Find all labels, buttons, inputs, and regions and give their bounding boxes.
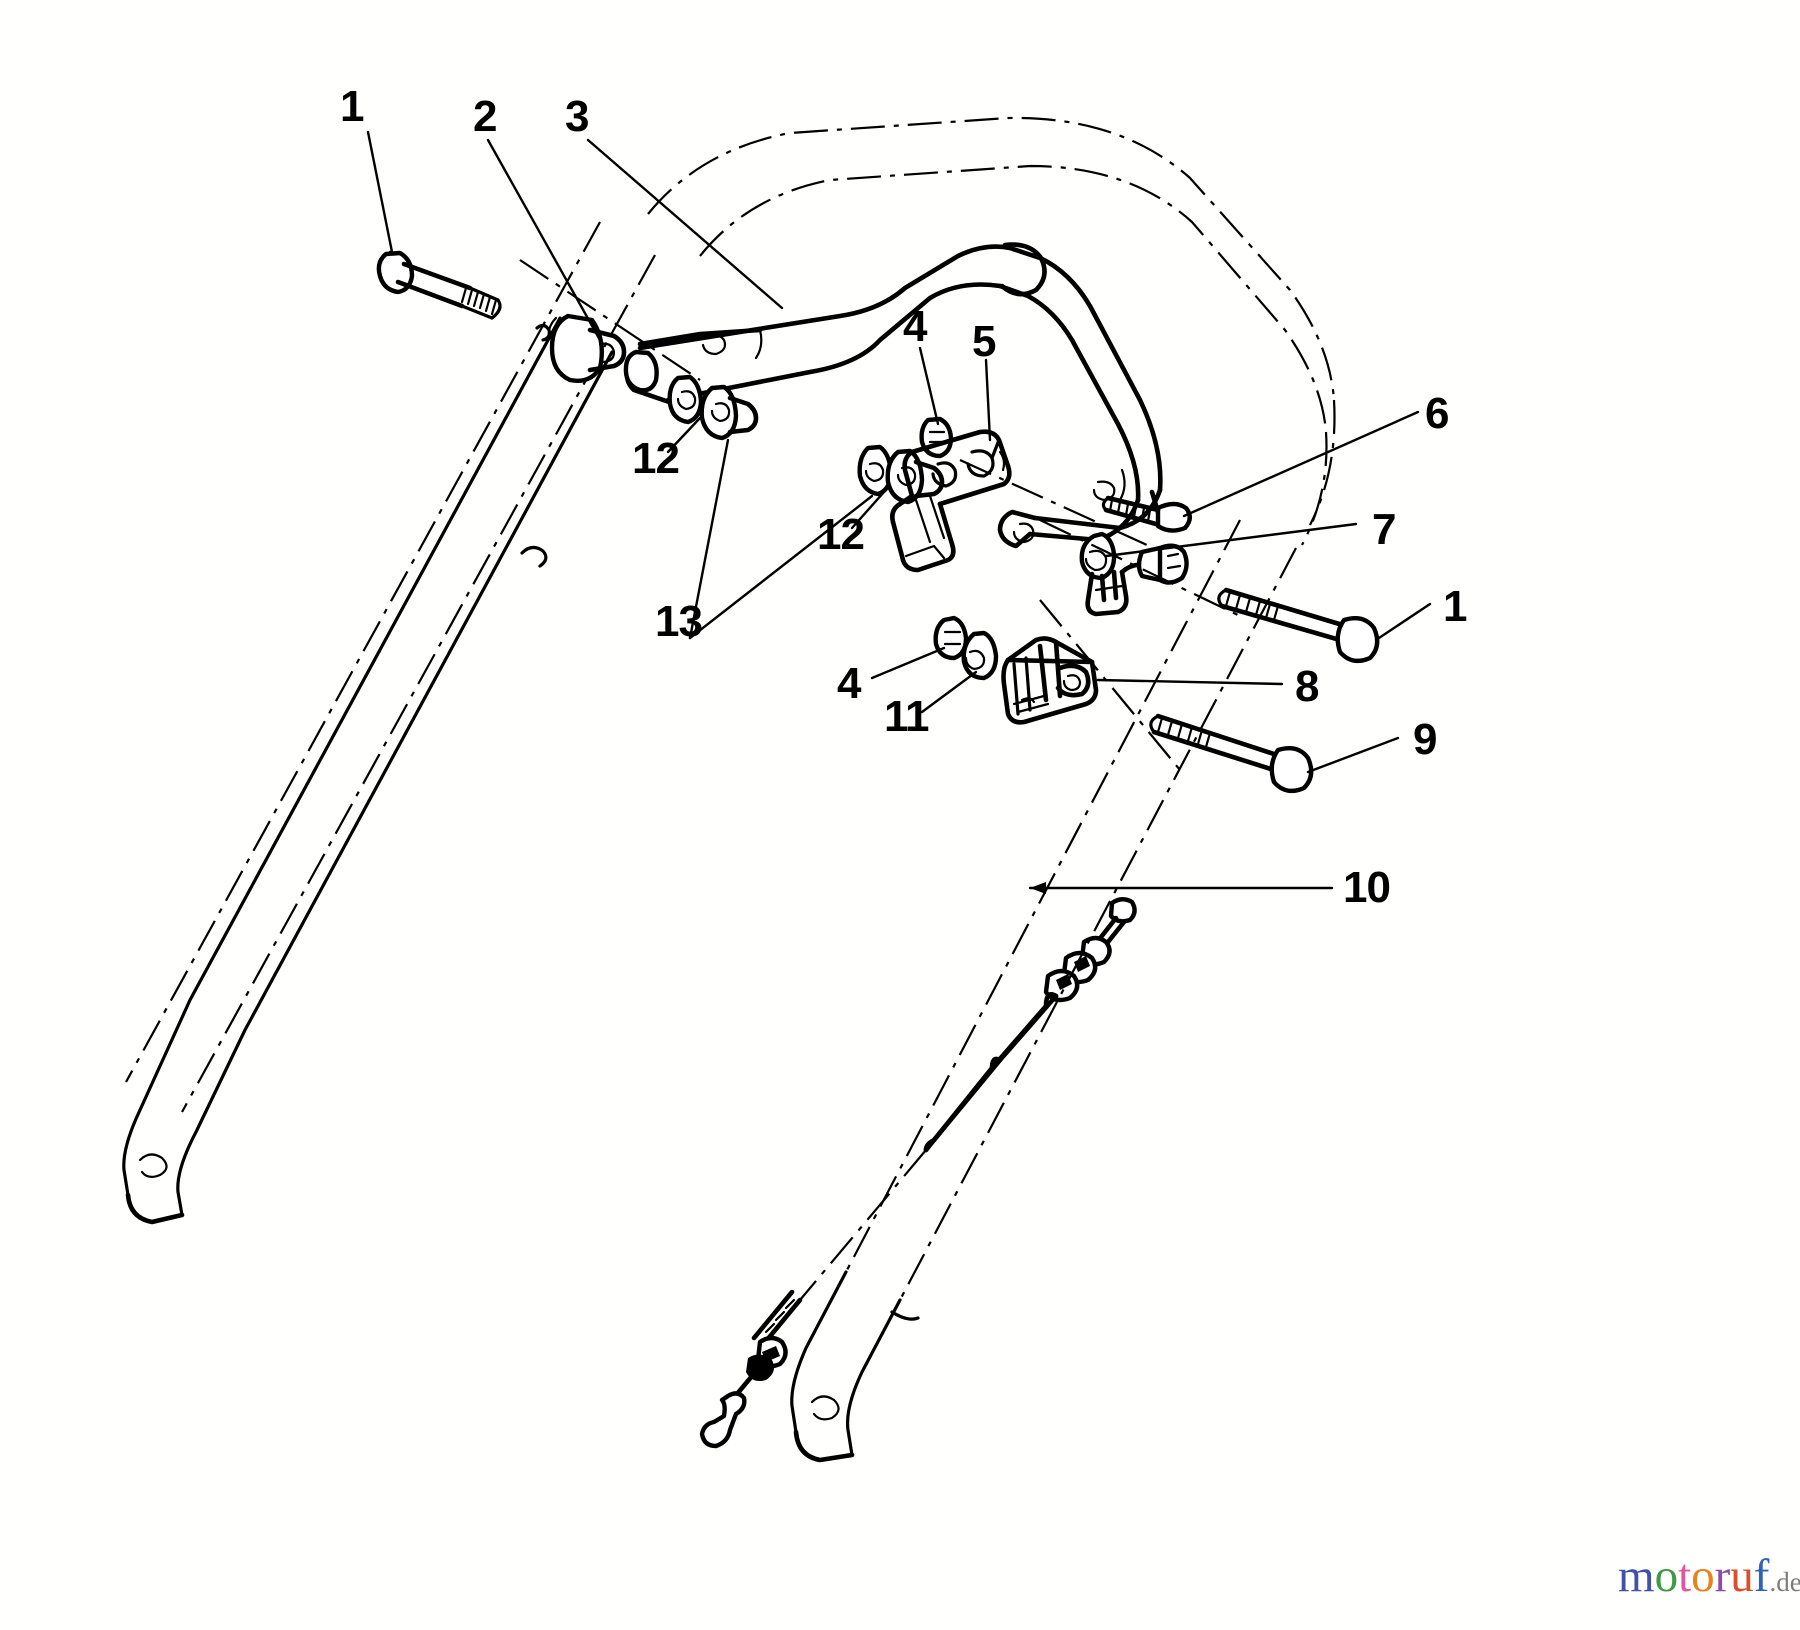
watermark-letter-m: m xyxy=(1618,1550,1655,1602)
callout-6-screw: 6 xyxy=(1425,389,1450,438)
pivot-bushing xyxy=(535,313,627,383)
watermark-letter-r: r xyxy=(1714,1550,1731,1602)
lock-nut-lower-4 xyxy=(933,615,969,661)
control-bracket-5 xyxy=(890,429,1012,573)
callout-11-washer: 11 xyxy=(884,692,930,741)
washer-11 xyxy=(961,630,999,681)
bail-control-bar xyxy=(519,242,1163,503)
callout-10-control-cable: 10 xyxy=(1343,863,1391,912)
washer-upper-12 xyxy=(667,374,704,425)
watermark-letter-f: f xyxy=(1753,1550,1770,1602)
hex-head-screw-6 xyxy=(1101,489,1192,533)
callout-9-carriage-bolt: 9 xyxy=(1413,715,1438,764)
callout-13-bushings: 13 xyxy=(655,597,703,646)
cable-clamp-7 xyxy=(1039,519,1241,617)
watermark-letter-t: t xyxy=(1678,1550,1692,1602)
callout-8-cable-guide: 8 xyxy=(1295,662,1320,711)
callout-3-bail-bar: 3 xyxy=(565,92,590,141)
cable-guide-block-8 xyxy=(1001,599,1181,771)
watermark-tld: .de xyxy=(1769,1567,1800,1597)
callout-12-washer-upper: 12 xyxy=(632,434,680,483)
right-handle-arm xyxy=(790,519,1297,1463)
lock-nut-upper-4 xyxy=(919,416,954,459)
leader-lines xyxy=(366,130,1432,894)
callout-2-bushing: 2 xyxy=(473,92,498,141)
callout-7-cable-clamp: 7 xyxy=(1372,505,1397,554)
callout-4-lock-nut-lower: 4 xyxy=(837,659,862,708)
left-handle-arm xyxy=(122,221,656,1225)
callout-1-right-upper: 1 xyxy=(1443,582,1468,631)
control-cable-10 xyxy=(699,897,1137,1449)
bushing-13-lower xyxy=(857,444,894,497)
bail-lower-leg xyxy=(959,458,1181,562)
callout-4-lock-nut-upper: 4 xyxy=(903,302,928,351)
carriage-bolt-right-lower xyxy=(1149,713,1314,794)
motoruf-watermark: motoruf.de xyxy=(1618,1553,1800,1600)
callout-1-upper-left: 1 xyxy=(340,82,365,131)
watermark-letter-o2: o xyxy=(1691,1550,1715,1602)
callout-12-washer-lower: 12 xyxy=(817,510,865,559)
watermark-letter-u: u xyxy=(1730,1550,1754,1602)
watermark-letter-o1: o xyxy=(1654,1550,1679,1602)
callout-5-bracket: 5 xyxy=(972,317,997,366)
carriage-bolt-upper-left xyxy=(376,250,502,320)
bushing-13-upper xyxy=(699,384,759,441)
upper-handle-bow xyxy=(647,116,1336,546)
carriage-bolt-right-upper xyxy=(1217,587,1380,664)
